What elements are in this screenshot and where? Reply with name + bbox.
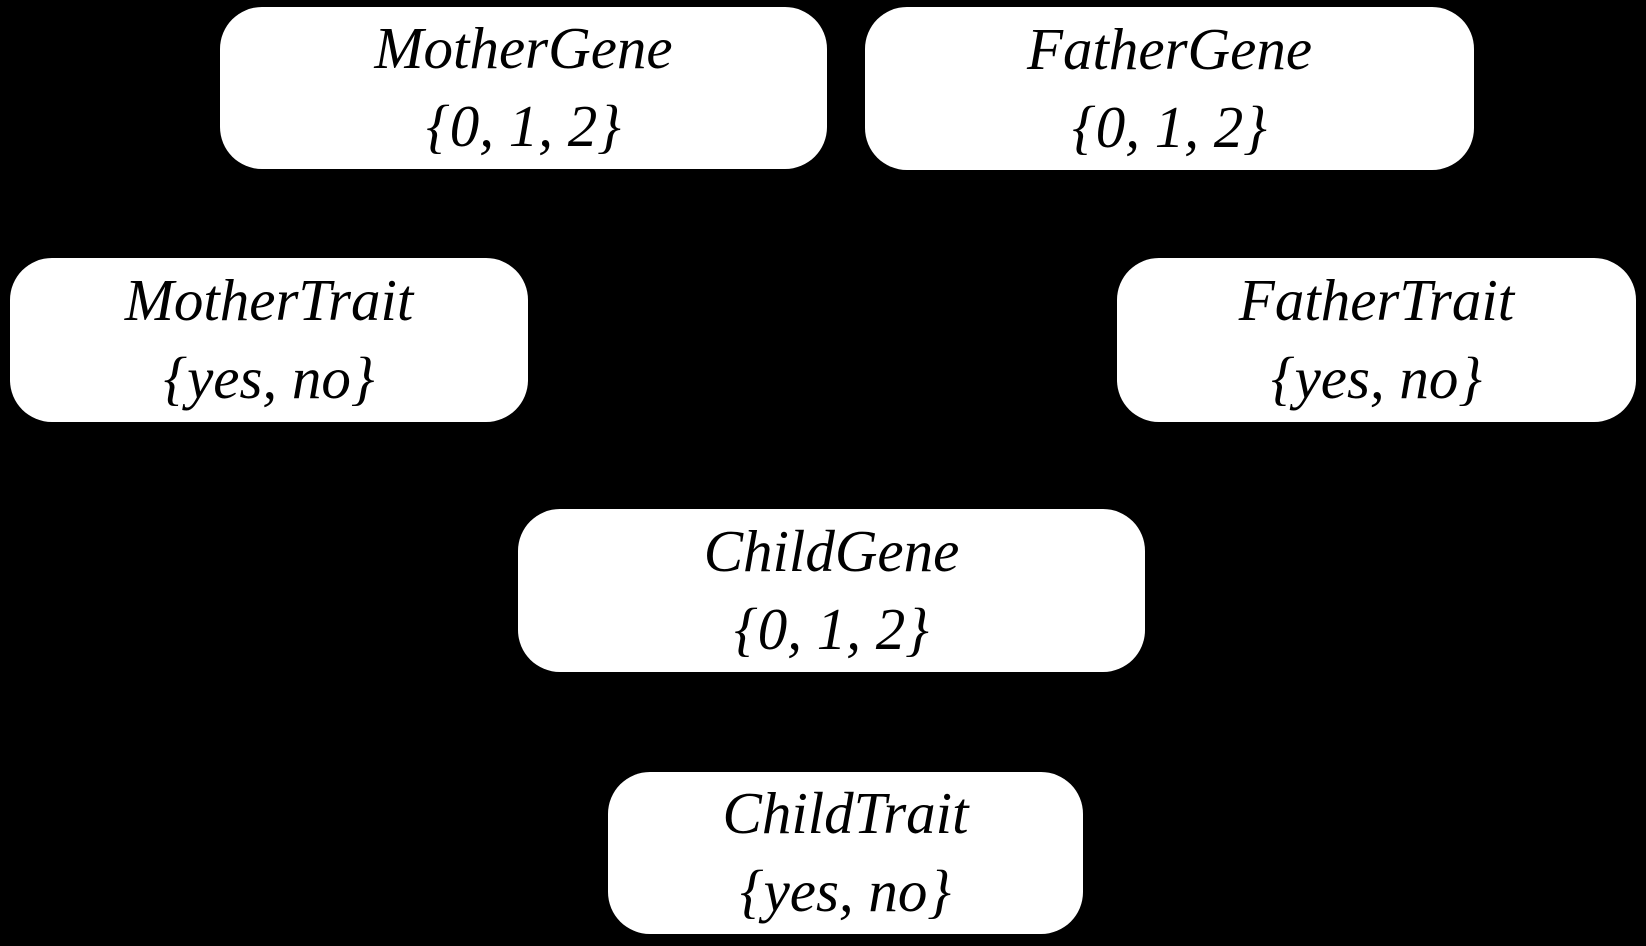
node-father-gene-label: FatherGene — [1026, 15, 1313, 82]
node-mother-trait-domain: {yes, no} — [163, 345, 375, 411]
node-father-trait-label: FatherTrait — [1238, 267, 1515, 334]
node-mother-trait: MotherTrait {yes, no} — [10, 258, 528, 422]
node-father-gene-domain: {0, 1, 2} — [1072, 93, 1267, 160]
node-child-trait-domain: {yes, no} — [739, 858, 952, 924]
node-mother-gene: MotherGene {0, 1, 2} — [220, 7, 827, 169]
node-child-trait-label: ChildTrait — [722, 780, 969, 847]
node-father-gene: FatherGene {0, 1, 2} — [865, 7, 1474, 170]
node-child-gene-label: ChildGene — [703, 517, 960, 584]
node-mother-gene-domain: {0, 1, 2} — [426, 93, 621, 159]
node-mother-gene-label: MotherGene — [374, 15, 673, 82]
node-child-gene-domain: {0, 1, 2} — [734, 595, 929, 662]
node-father-trait-domain: {yes, no} — [1270, 345, 1483, 411]
node-child-gene: ChildGene {0, 1, 2} — [518, 509, 1145, 672]
node-child-trait: ChildTrait {yes, no} — [608, 772, 1083, 934]
node-mother-trait-label: MotherTrait — [124, 267, 414, 334]
node-father-trait: FatherTrait {yes, no} — [1117, 258, 1636, 422]
